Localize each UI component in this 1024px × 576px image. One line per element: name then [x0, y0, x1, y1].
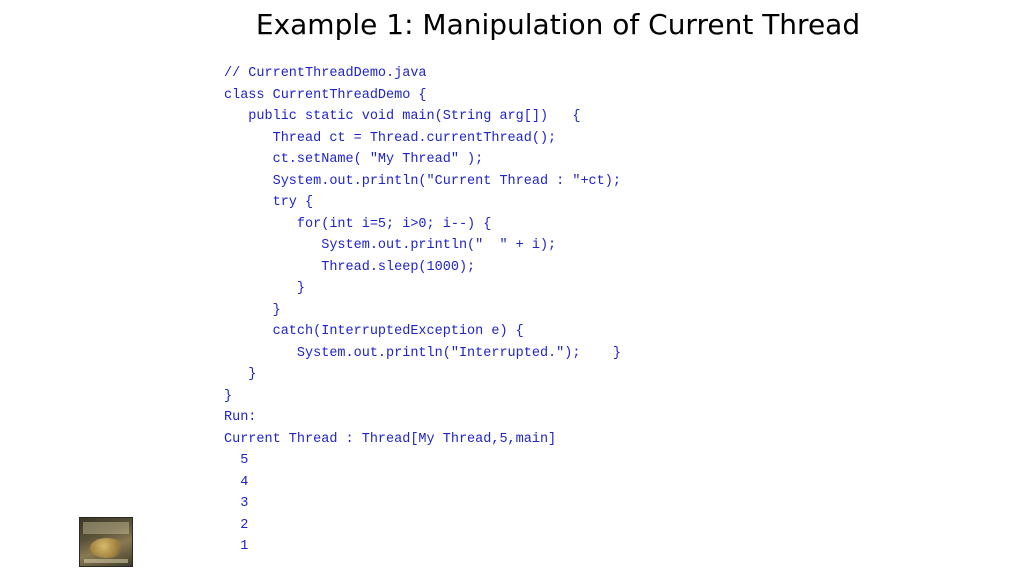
code-line: }	[224, 367, 257, 382]
code-line: ct.setName( "My Thread" );	[224, 152, 484, 167]
code-line: Thread.sleep(1000);	[224, 259, 476, 275]
code-block: // CurrentThreadDemo.java class CurrentTh…	[224, 63, 621, 558]
code-line: class CurrentThreadDemo {	[224, 87, 427, 103]
code-line: System.out.println(" " + i);	[224, 238, 557, 253]
code-line: catch(InterruptedException e) {	[224, 324, 524, 339]
code-line: System.out.println("Interrupted."); }	[224, 345, 621, 361]
code-line: 5	[224, 453, 249, 468]
code-line: }	[224, 388, 233, 404]
code-line: 4	[224, 474, 249, 490]
code-line: 2	[224, 517, 249, 533]
code-line: Run:	[224, 410, 257, 425]
code-line: }	[224, 281, 306, 296]
code-line: // CurrentThreadDemo.java	[224, 66, 427, 81]
book-cover-thumbnail	[79, 517, 133, 567]
slide-title: Example 1: Manipulation of Current Threa…	[255, 8, 861, 41]
code-line: 3	[224, 496, 249, 511]
code-line: Current Thread : Thread[My Thread,5,main…	[224, 431, 557, 447]
code-line: System.out.println("Current Thread : "+c…	[224, 173, 621, 189]
code-line: Thread ct = Thread.currentThread();	[224, 130, 557, 146]
code-line: }	[224, 302, 281, 318]
code-line: public static void main(String arg[]) {	[224, 109, 581, 124]
code-line: try {	[224, 195, 314, 210]
code-line: for(int i=5; i>0; i--) {	[224, 216, 492, 232]
code-line: 1	[224, 539, 249, 554]
